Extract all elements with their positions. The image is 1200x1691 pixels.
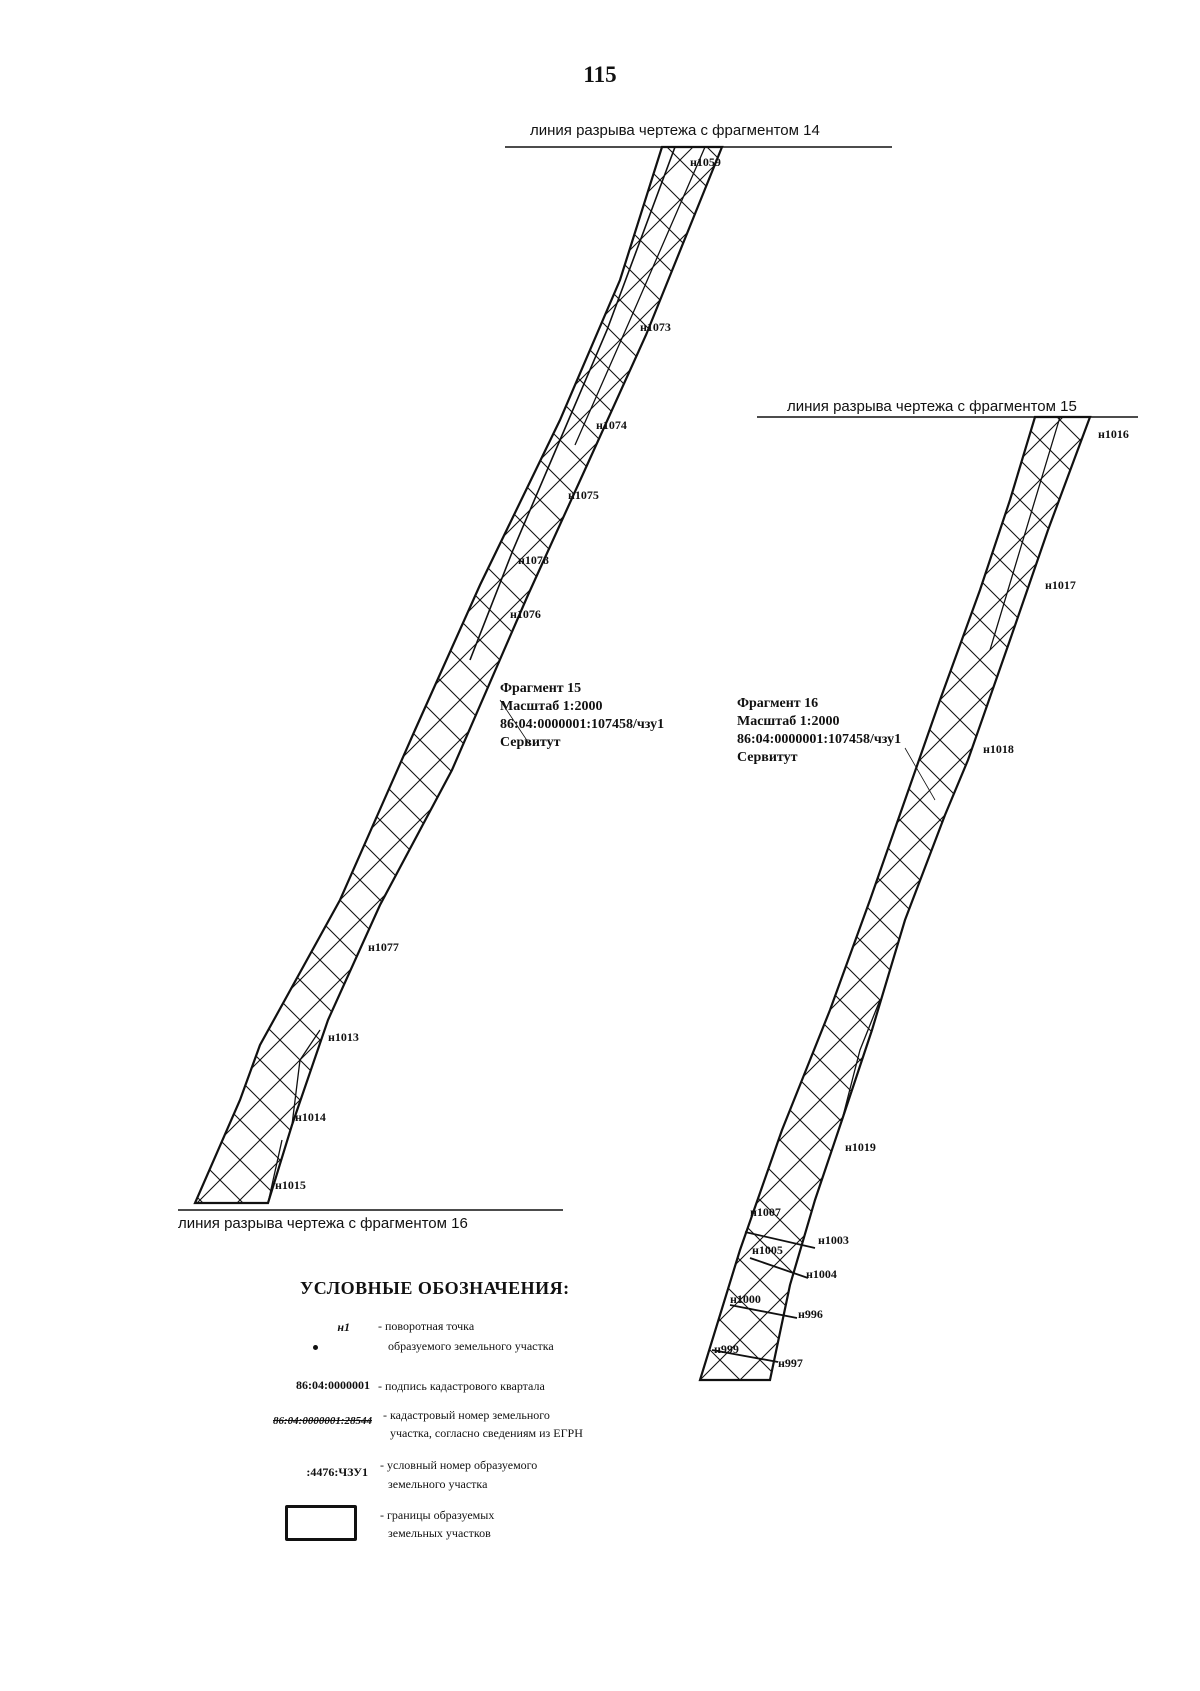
legend-symbol-quarter: 86:04:0000001: [296, 1378, 370, 1392]
legend-symbol-conditional: :4476:ЧЗУ1: [306, 1465, 368, 1479]
fragment-scale: Масштаб 1:2000: [737, 714, 840, 729]
fragment-title: Фрагмент 15: [500, 681, 582, 696]
inner-boundary-left-3: [291, 1029, 321, 1126]
fragment-scale: Масштаб 1:2000: [500, 699, 603, 714]
point-label: н1017: [1045, 578, 1076, 592]
legend-text: земельных участков: [388, 1526, 491, 1540]
break-label-fragment-15: линия разрыва чертежа с фрагментом 15: [787, 398, 1077, 415]
fragment-cadastral-number: 86:04:0000001:107458/чзу1: [737, 732, 902, 747]
point-label: н1073: [640, 320, 671, 334]
parcel-cross-line-4: [711, 1349, 779, 1363]
legend-symbol-point: н1: [337, 1320, 350, 1334]
legend-text: - границы образуемых: [380, 1508, 495, 1522]
break-label-fragment-16: линия разрыва чертежа с фрагментом 16: [178, 1215, 468, 1232]
fragment-cadastral-number: 86:04:0000001:107458/чзу1: [500, 717, 665, 732]
break-label-fragment-14: линия разрыва чертежа с фрагментом 14: [530, 122, 820, 139]
point-dot-icon: [313, 1345, 318, 1350]
point-label: н1004: [806, 1267, 837, 1281]
point-label: н1007: [750, 1205, 781, 1219]
point-label: н1078: [518, 553, 549, 567]
point-label: н1076: [510, 607, 541, 621]
point-label: н1016: [1098, 427, 1129, 441]
point-label: н1013: [328, 1030, 359, 1044]
inner-boundary-right: [989, 416, 1061, 651]
legend-text: - подпись кадастрового квартала: [378, 1379, 545, 1393]
fragment-right-leader: [904, 747, 936, 801]
fragment-16-caption: Фрагмент 16 Масштаб 1:2000 86:04:0000001…: [737, 695, 901, 767]
legend-text: участка, согласно сведениям из ЕГРН: [390, 1426, 583, 1440]
inner-boundary-left: [469, 146, 676, 661]
point-label: н999: [714, 1342, 739, 1356]
boundary-box-icon: [285, 1505, 357, 1541]
parcel-cross-line-2: [749, 1257, 809, 1279]
page-number: 115: [583, 62, 617, 87]
legend-text: - поворотная точка: [378, 1319, 475, 1333]
legend-text: образуемого земельного участка: [388, 1339, 554, 1353]
point-label: н996: [798, 1307, 823, 1321]
point-label: н997: [778, 1356, 803, 1370]
point-label: н1075: [568, 488, 599, 502]
legend-symbol-parcel: 86:04:0000001:28544: [273, 1415, 372, 1427]
point-label: н1074: [596, 418, 627, 432]
servitude-strip-left: [193, 145, 724, 1205]
legend-title: УСЛОВНЫЕ ОБОЗНАЧЕНИЯ:: [300, 1278, 570, 1298]
point-label: н1005: [752, 1243, 783, 1257]
inner-boundary-left-4: [267, 1139, 283, 1204]
point-label: н1019: [845, 1140, 876, 1154]
point-label: н1015: [275, 1178, 306, 1192]
point-label: н1018: [983, 742, 1014, 756]
fragment-left-leader: [499, 699, 531, 746]
point-label: н1059: [690, 155, 721, 169]
point-label: н1003: [818, 1233, 849, 1247]
point-label: н1000: [730, 1292, 761, 1306]
point-label: н1077: [368, 940, 399, 954]
legend-text: земельного участка: [388, 1477, 488, 1491]
servitude-strip-right: [698, 415, 1092, 1382]
inner-boundary-left-2: [574, 146, 706, 446]
legend-text: - кадастровый номер земельного: [383, 1408, 550, 1422]
fragment-15-caption: Фрагмент 15 Масштаб 1:2000 86:04:0000001…: [500, 680, 664, 752]
fragment-type: Сервитут: [500, 735, 561, 750]
point-label: н1014: [295, 1110, 326, 1124]
legend-text: - условный номер образуемого: [380, 1458, 538, 1472]
fragment-title: Фрагмент 16: [737, 696, 819, 711]
parcel-cross-line-1: [744, 1231, 816, 1249]
inner-boundary-right-2: [841, 999, 881, 1121]
parcel-cross-line-3: [729, 1304, 798, 1319]
fragment-type: Сервитут: [737, 750, 798, 765]
